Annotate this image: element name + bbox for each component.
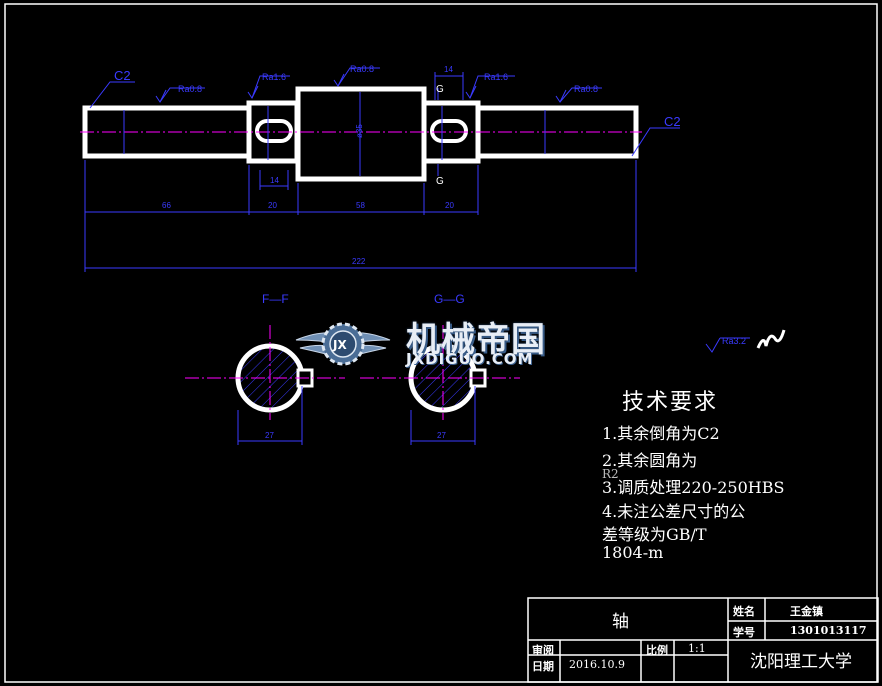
requirements-title: 技术要求 [622, 390, 719, 415]
dimension-lines [84, 67, 750, 353]
requirement-2-value: R2 [602, 467, 619, 481]
requirement-2: 2.其余圆角为 [602, 451, 698, 470]
dim-key-14-b: 14 [444, 65, 453, 74]
watermark-en: JXDIGUO.COM [406, 350, 534, 368]
dim-section-27-a: 27 [265, 431, 274, 440]
roughness-2: Ra1.6 [262, 72, 286, 82]
dim-20-b: 20 [445, 201, 454, 210]
marker-g-top: G [436, 84, 444, 95]
roughness-1: Ra0.8 [178, 84, 202, 94]
roughness-5: Ra0.8 [574, 84, 598, 94]
dim-section-27-b: 27 [437, 431, 446, 440]
section-f [185, 325, 345, 445]
id-label: 学号 [733, 626, 755, 639]
drawing-border [4, 3, 878, 683]
roughness-check-icon [756, 329, 786, 349]
name-label: 姓名 [733, 605, 755, 618]
part-name: 轴 [612, 612, 629, 632]
dim-222: 222 [352, 257, 366, 266]
keyway-slots [255, 119, 468, 143]
title-block-frame [527, 597, 879, 683]
marker-g-bottom: G [436, 176, 444, 187]
scale-label: 比例 [646, 644, 668, 657]
requirement-1: 1.其余倒角为C2 [602, 424, 720, 443]
requirement-4-cont: 差等级为GB/T [602, 525, 707, 544]
name-value: 王金镇 [790, 605, 823, 618]
section-f-label: F—F [262, 292, 289, 306]
section-g-label: G—G [434, 292, 465, 306]
surface-labels: C2 C2 Ra0.8 Ra1.6 Ra0.8 Ra1.6 Ra0.8 Ra3.… [114, 64, 746, 346]
date-value: 2016.10.9 [569, 658, 625, 671]
dim-dia: ø35 [355, 124, 364, 138]
review-label: 审阅 [532, 644, 554, 657]
requirement-4-std: 1804-m [602, 543, 664, 562]
roughness-general: Ra3.2 [722, 336, 746, 346]
chamfer-left: C2 [114, 68, 131, 83]
id-value: 1301013117 [790, 624, 867, 637]
dimension-texts: 66 20 58 20 222 14 14 27 27 ø35 [162, 65, 454, 440]
roughness-4: Ra1.6 [484, 72, 508, 82]
dim-66: 66 [162, 201, 171, 210]
requirement-4: 4.未注公差尺寸的公 [602, 502, 746, 521]
watermark-logo-letters: JX [332, 338, 347, 352]
watermark-logo-icon: JX [295, 322, 391, 366]
watermark-cn: 机械帝国 [406, 320, 546, 360]
dim-20-a: 20 [268, 201, 277, 210]
scale-value: 1:1 [688, 642, 706, 655]
school-name: 沈阳理工大学 [750, 652, 852, 672]
requirement-3: 3.调质处理220-250HBS [602, 478, 785, 497]
section-g [360, 325, 520, 445]
dim-key-14-a: 14 [270, 176, 279, 185]
date-label: 日期 [532, 660, 554, 673]
dim-58: 58 [356, 201, 365, 210]
chamfer-right: C2 [664, 114, 681, 129]
roughness-3: Ra0.8 [350, 64, 374, 74]
